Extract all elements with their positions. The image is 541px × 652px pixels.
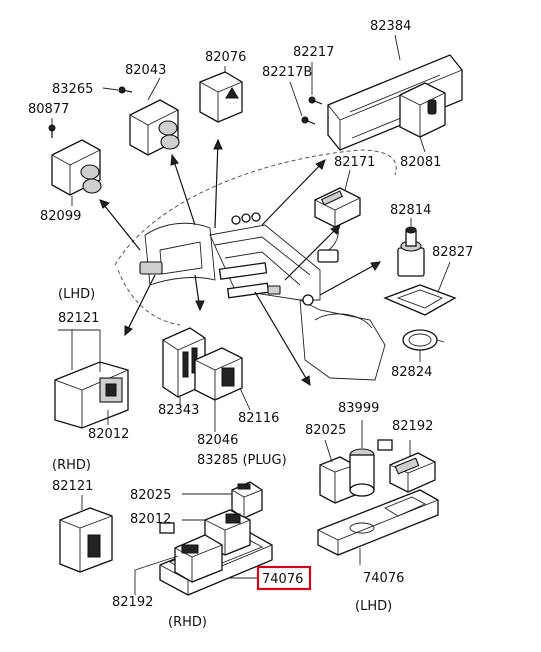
label-82814: 82814 [390,203,431,218]
label-74076-lhd: 74076 [363,571,404,586]
label-lhd-bottom: (LHD) [355,599,392,614]
callout-arrows [99,138,381,386]
label-82025-rhd: 82025 [130,488,171,503]
label-82121-rhd: 82121 [52,479,93,494]
console-panel-74076-lhd [317,489,439,565]
label-rhd-left: (RHD) [52,458,91,473]
label-82192-lhd: 82192 [392,419,433,434]
screw-82217B [289,81,316,125]
label-83285: 83285 (PLUG) [197,453,287,468]
cigarette-lighter-82814 [397,218,425,277]
label-80877: 80877 [28,102,69,117]
label-rhd-bottom: (RHD) [168,615,207,630]
switch-82171 [314,169,361,263]
screw-80877 [48,118,56,138]
label-82217: 82217 [293,45,334,60]
switch-82081 [399,82,446,153]
label-83265: 83265 [52,82,93,97]
label-82081: 82081 [400,155,441,170]
ring-82824 [402,329,445,362]
label-82043: 82043 [125,63,166,78]
label-82384: 82384 [370,19,411,34]
label-82171: 82171 [334,155,375,170]
label-82343: 82343 [158,403,199,418]
label-82192-rhd: 82192 [112,595,153,610]
dashboard-illustration [114,149,397,381]
label-82121-lhd: 82121 [58,311,99,326]
screw-83265 [102,86,133,94]
label-82012-rhd: 82012 [130,512,171,527]
label-83999: 83999 [338,401,379,416]
switch-82025-rhd [182,481,263,519]
switch-82121-lhd [54,329,129,429]
ashtray-82827 [383,261,457,316]
hazard-switch-82076 [199,66,243,123]
lighter-83999 [349,420,375,497]
switch-82192-lhd [377,439,436,493]
switch-82099 [51,139,102,206]
label-82824: 82824 [391,365,432,380]
label-74076-rhd: 74076 [262,572,303,587]
label-82217b: 82217B [262,65,312,80]
part-labels: 82384 82217 82217B 82081 82076 82043 832… [28,19,473,630]
highlight-box-74076 [256,565,312,591]
label-82046: 82046 [197,433,238,448]
label-82012-lhd: 82012 [88,427,129,442]
label-82827: 82827 [432,245,473,260]
switch-82116 [194,347,251,411]
screw-82217 [308,62,323,105]
switch-82192-rhd [134,534,223,595]
switch-82121-rhd [59,495,113,573]
label-lhd-top: (LHD) [58,287,95,302]
label-82099: 82099 [40,209,81,224]
label-82025-lhd: 82025 [305,423,346,438]
label-82076: 82076 [205,50,246,65]
switch-82043 [129,77,180,156]
label-82116: 82116 [238,411,279,426]
